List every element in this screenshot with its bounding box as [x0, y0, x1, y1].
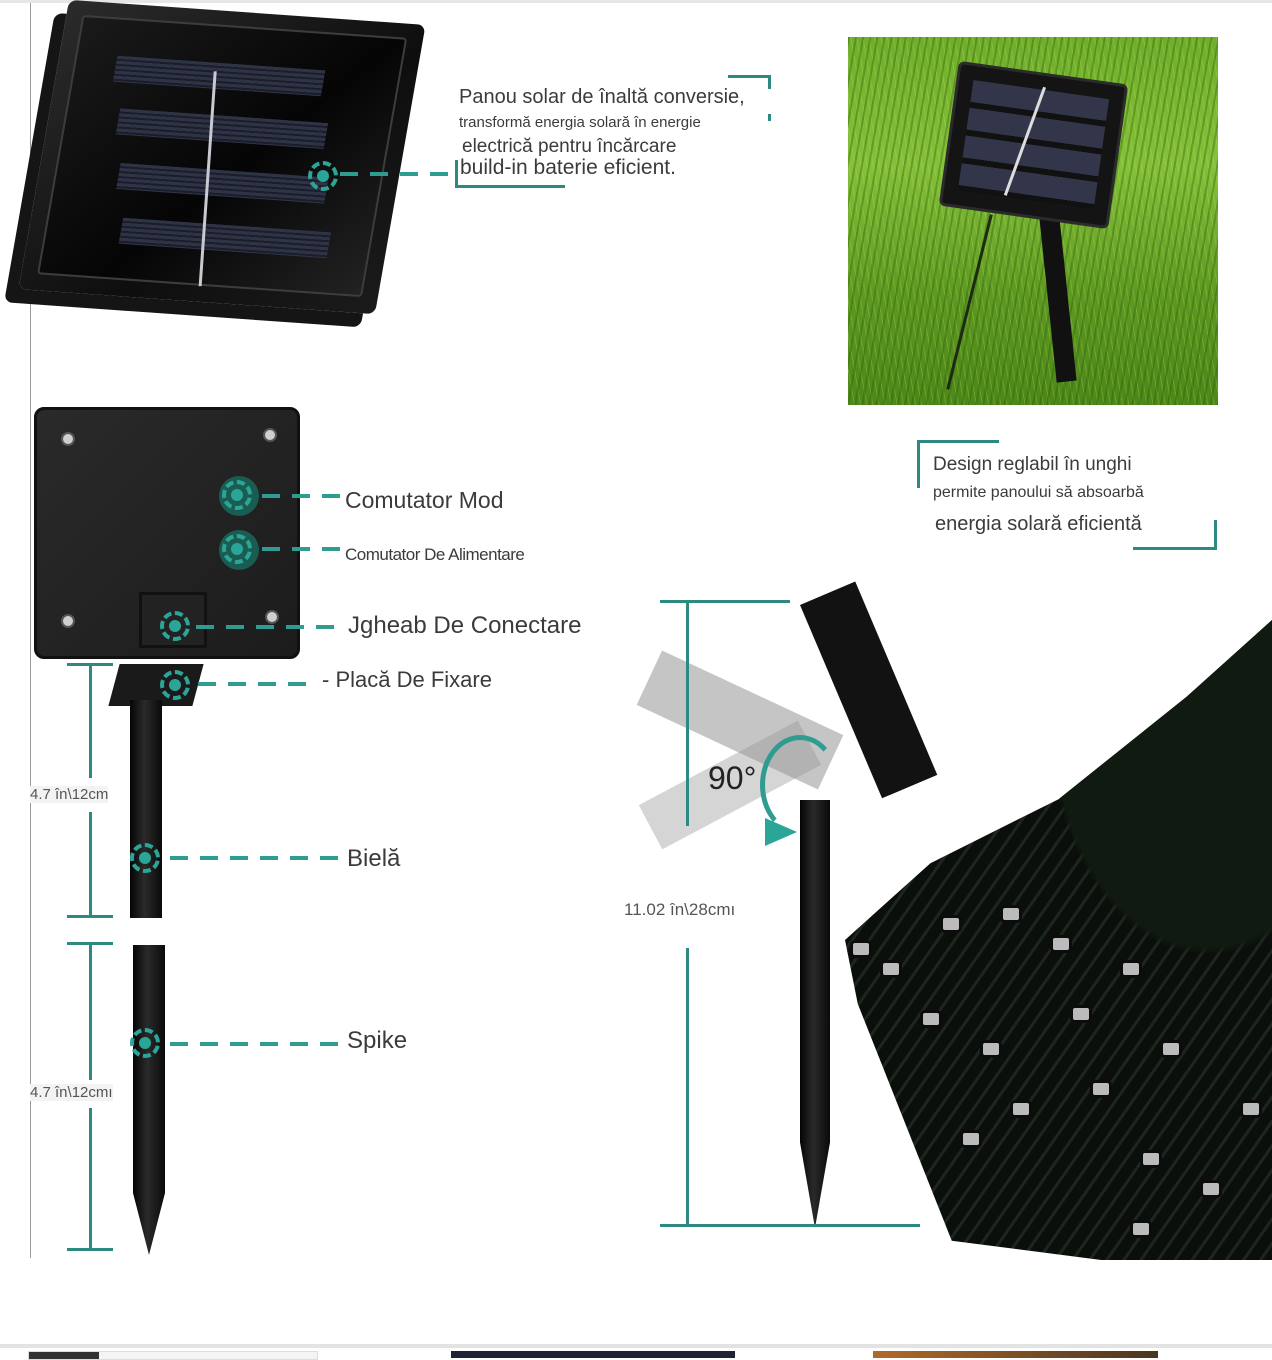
dim-tick — [67, 915, 113, 918]
bracket-horizontal — [455, 185, 565, 188]
thumbnail-strip-divider — [0, 1344, 1272, 1348]
callout-marker-icon — [130, 843, 160, 873]
led-bulb — [980, 1040, 1002, 1058]
led-bulb — [1050, 935, 1072, 953]
callout-dash-line — [170, 1042, 345, 1046]
solar-cell-row — [115, 108, 329, 150]
callout-marker-icon — [308, 161, 338, 191]
bracket-left — [917, 440, 920, 488]
dim-line — [89, 663, 92, 778]
spike-label: Spike — [347, 1027, 408, 1054]
total-height-label: 11.02 în\28cmı — [624, 900, 736, 919]
rotate-arrowhead-icon — [765, 818, 797, 846]
rod-length-label: 4.7 în\12cm — [30, 786, 109, 803]
solar-callout-line1: Panou solar de înaltă conversie, — [459, 86, 745, 108]
ground-stake — [1039, 216, 1077, 383]
thumbnail-2[interactable] — [451, 1351, 735, 1358]
tilt-angle-label: 90° — [708, 760, 757, 796]
thumbnail-1[interactable] — [28, 1351, 318, 1360]
thumbnail-3[interactable] — [873, 1351, 1158, 1358]
dim-line — [686, 600, 689, 826]
angle-callout-line1: Design reglabil în unghi — [933, 454, 1132, 475]
led-bulb — [920, 1010, 942, 1028]
bracket-top-tick — [768, 75, 771, 89]
installed-solar-panel — [938, 60, 1129, 230]
callout-dash-line — [170, 856, 345, 860]
led-bulb — [1160, 1040, 1182, 1058]
mounting-plate-label: - Placă De Fixare — [322, 667, 492, 692]
screw — [265, 610, 279, 624]
callout-marker-icon — [222, 480, 252, 510]
bracket-top — [728, 75, 770, 78]
dim-line — [89, 942, 92, 1080]
bracket-vertical — [455, 160, 458, 188]
callout-marker-icon — [222, 534, 252, 564]
connection-slot-label: Jgheab De Conectare — [348, 612, 582, 639]
screw — [61, 432, 75, 446]
callout-dash-line — [196, 625, 344, 629]
bracket-top — [917, 440, 999, 443]
callout-dash-line — [340, 172, 455, 176]
solar-callout-line4: build-in baterie eficient. — [460, 156, 676, 179]
dim-line — [89, 1108, 92, 1250]
spike-length-label: 4.7 în\12cmı — [30, 1084, 113, 1101]
led-bulb — [1000, 905, 1022, 923]
lawn-photo — [848, 37, 1218, 405]
callout-marker-icon — [160, 611, 190, 641]
solar-panel-front-image — [18, 0, 426, 315]
ground-spike — [133, 945, 165, 1255]
connecting-rod — [130, 700, 162, 918]
rotate-arrow-icon — [760, 735, 840, 835]
solar-callout-line2: transformă energia solară în energie — [459, 114, 701, 131]
solar-callout-line3: electrică pentru încărcare — [462, 136, 677, 157]
callout-marker-icon — [130, 1028, 160, 1058]
assembled-stake — [800, 800, 830, 1228]
bracket-bottom — [1133, 547, 1217, 550]
angle-callout-line2: permite panoului să absoarbă — [933, 484, 1144, 501]
angle-callout-line3: energia solară eficientă — [935, 513, 1142, 535]
led-bulb — [1120, 960, 1142, 978]
led-bulb — [1140, 1150, 1162, 1168]
panel-glass — [37, 14, 408, 298]
power-switch-label: Comutator De Alimentare — [345, 545, 525, 564]
led-bulb — [880, 960, 902, 978]
top-divider — [0, 0, 1272, 3]
led-bulb — [850, 940, 872, 958]
callout-dash-line — [262, 547, 344, 551]
bracket-mid-tick — [768, 114, 771, 121]
mode-switch-label: Comutator Mod — [345, 487, 504, 513]
screw — [263, 428, 277, 442]
callout-dash-line — [262, 494, 344, 498]
led-bulb — [1010, 1100, 1032, 1118]
cable — [946, 214, 993, 390]
screw — [61, 614, 75, 628]
bracket-right — [1214, 520, 1217, 550]
rod-label: Bielă — [347, 845, 401, 872]
dim-tick — [660, 1224, 920, 1227]
left-border — [30, 3, 31, 1258]
callout-dash-line — [198, 682, 318, 686]
led-bulb — [1090, 1080, 1112, 1098]
dim-tick — [660, 600, 790, 603]
led-bulb — [940, 915, 962, 933]
led-bulb — [960, 1130, 982, 1148]
solar-cell-row — [112, 55, 326, 97]
led-bulb — [1130, 1220, 1152, 1238]
led-bulb — [1200, 1180, 1222, 1198]
solar-cell-row — [116, 162, 329, 204]
dim-tick — [67, 1248, 113, 1251]
led-bulb — [1240, 1100, 1262, 1118]
solar-cell-row — [118, 217, 332, 259]
callout-marker-icon — [160, 670, 190, 700]
led-bulb — [1070, 1005, 1092, 1023]
dim-line — [686, 948, 689, 1226]
dim-line — [89, 812, 92, 917]
